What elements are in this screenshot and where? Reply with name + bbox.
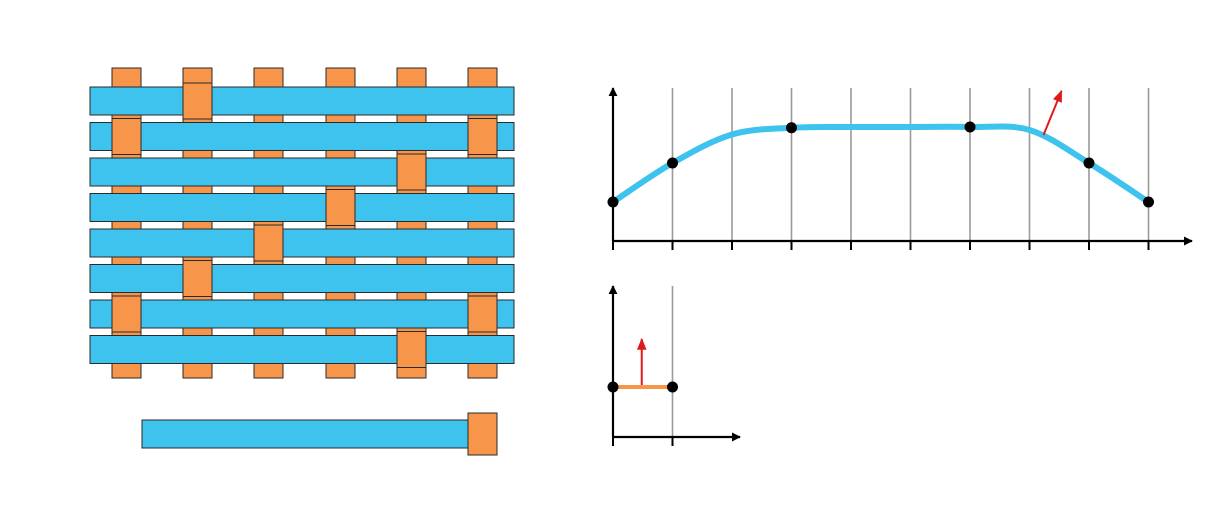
control-point (964, 121, 976, 133)
control-point (667, 381, 678, 393)
weft-strand (89, 122, 515, 151)
weft-strands (89, 86, 515, 364)
weft-strand (89, 299, 515, 329)
main-plot-axes (608, 87, 1193, 250)
warp-crossing (396, 331, 427, 368)
single-strand (141, 412, 498, 456)
warp-crossing (182, 260, 213, 297)
warp-crossing (325, 189, 356, 226)
weave-panel (89, 67, 515, 379)
weft-strand (89, 86, 515, 116)
control-point (1143, 196, 1154, 208)
tangent-arrow (1042, 89, 1063, 136)
warp-crossing (111, 295, 142, 333)
warp-crossing (253, 224, 284, 262)
control-point (607, 196, 619, 208)
control-point (786, 122, 797, 134)
warp-crossing (182, 82, 213, 120)
warp-crossing (467, 295, 498, 333)
weft-strand (89, 264, 515, 293)
small-plot-segment-group (607, 337, 678, 393)
small-plot (607, 285, 741, 446)
control-point (667, 157, 678, 169)
weft-strand (89, 228, 515, 258)
small-plot-axes (608, 285, 741, 446)
warp-crossing (111, 118, 142, 155)
weft-strand (89, 193, 515, 222)
warp-crossing (467, 118, 498, 155)
main-plot (607, 87, 1193, 250)
main-plot-curve-group (607, 89, 1154, 208)
control-point (607, 381, 619, 393)
main-plot-gridlines (612, 88, 1150, 241)
single-weft-strand (141, 419, 473, 449)
control-point (1083, 157, 1095, 169)
blue-curve (610, 123, 1152, 205)
warp-crossing (396, 153, 427, 191)
warp-crossings-over (111, 82, 498, 368)
weft-strand (89, 157, 515, 187)
single-warp-end (467, 412, 498, 456)
weft-strand (89, 335, 515, 364)
